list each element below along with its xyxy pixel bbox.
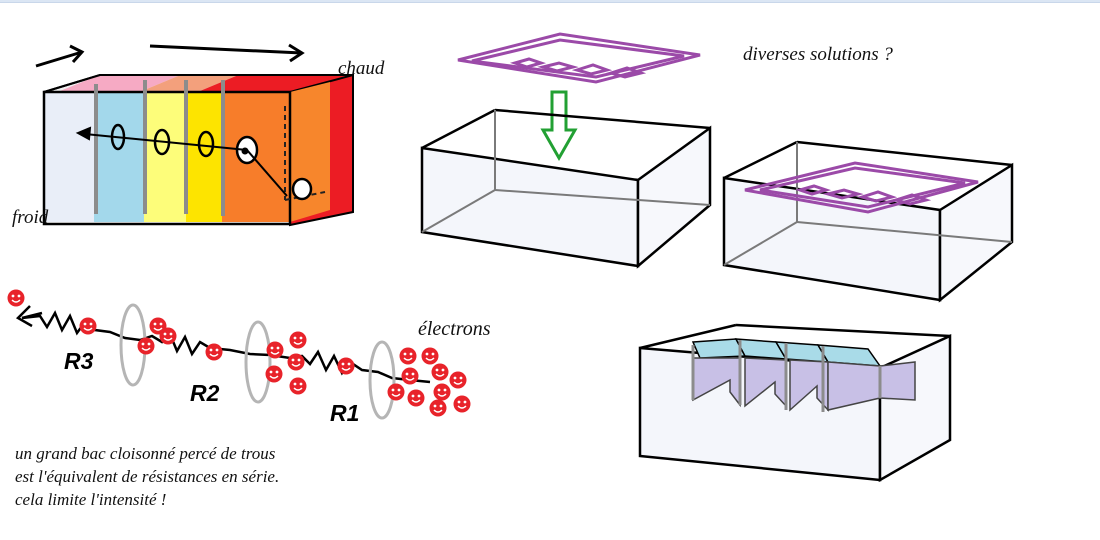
electron-icon [401,367,419,385]
electron-icon [7,289,25,307]
electron-icon [399,347,417,365]
partition-panels [692,357,916,412]
electrons-group [7,289,471,417]
electron-icon [287,353,305,371]
electron-icon [433,383,451,401]
label-r1: R1 [330,400,360,426]
down-arrow-icon [540,90,578,162]
electron-icon [79,317,97,335]
compartment-light-yellow [144,92,186,222]
electron-icon [387,383,405,401]
electron-icon [266,341,284,359]
open-box-empty [420,108,712,269]
electron-icon [205,343,223,361]
open-box-with-exchanger [722,140,1014,303]
caption-line-3: cela limite l'intensité ! [15,490,167,509]
window-top-border [0,0,1100,3]
flow-arrow-left [35,44,85,68]
electron-icon [453,395,471,413]
label-r3: R3 [64,348,94,374]
flow-arrow-right [149,43,305,63]
electron-icon [137,337,155,355]
caption-line-1: un grand bac cloisonné percé de trous [15,444,276,463]
water-surface [691,338,882,367]
electron-icon [159,327,177,345]
electron-icon [421,347,439,365]
electron-icon [449,371,467,389]
caption-line-2: est l'équivalent de résistances en série… [15,467,280,486]
electron-icon [407,389,425,407]
electron-icon [337,357,355,375]
colored-tank [35,43,354,227]
electron-icon [429,399,447,417]
label-froid: froid [12,207,49,228]
compartment-blue [94,92,144,222]
heat-exchanger-plate [457,32,701,84]
label-diverses-solutions: diverses solutions ? [743,44,893,65]
partitioned-tank [638,323,952,483]
electron-icon [289,377,307,395]
current-path [75,126,288,197]
electron-icon [289,331,307,349]
label-r2: R2 [190,380,220,406]
label-electrons: électrons [418,318,491,340]
electron-icon [431,363,449,381]
electron-icon [265,365,283,383]
compartment-yellow [186,92,222,222]
compartment-cold [44,92,94,222]
label-chaud: chaud [338,58,385,79]
caption: un grand bac cloisonné percé de trous es… [15,442,279,511]
